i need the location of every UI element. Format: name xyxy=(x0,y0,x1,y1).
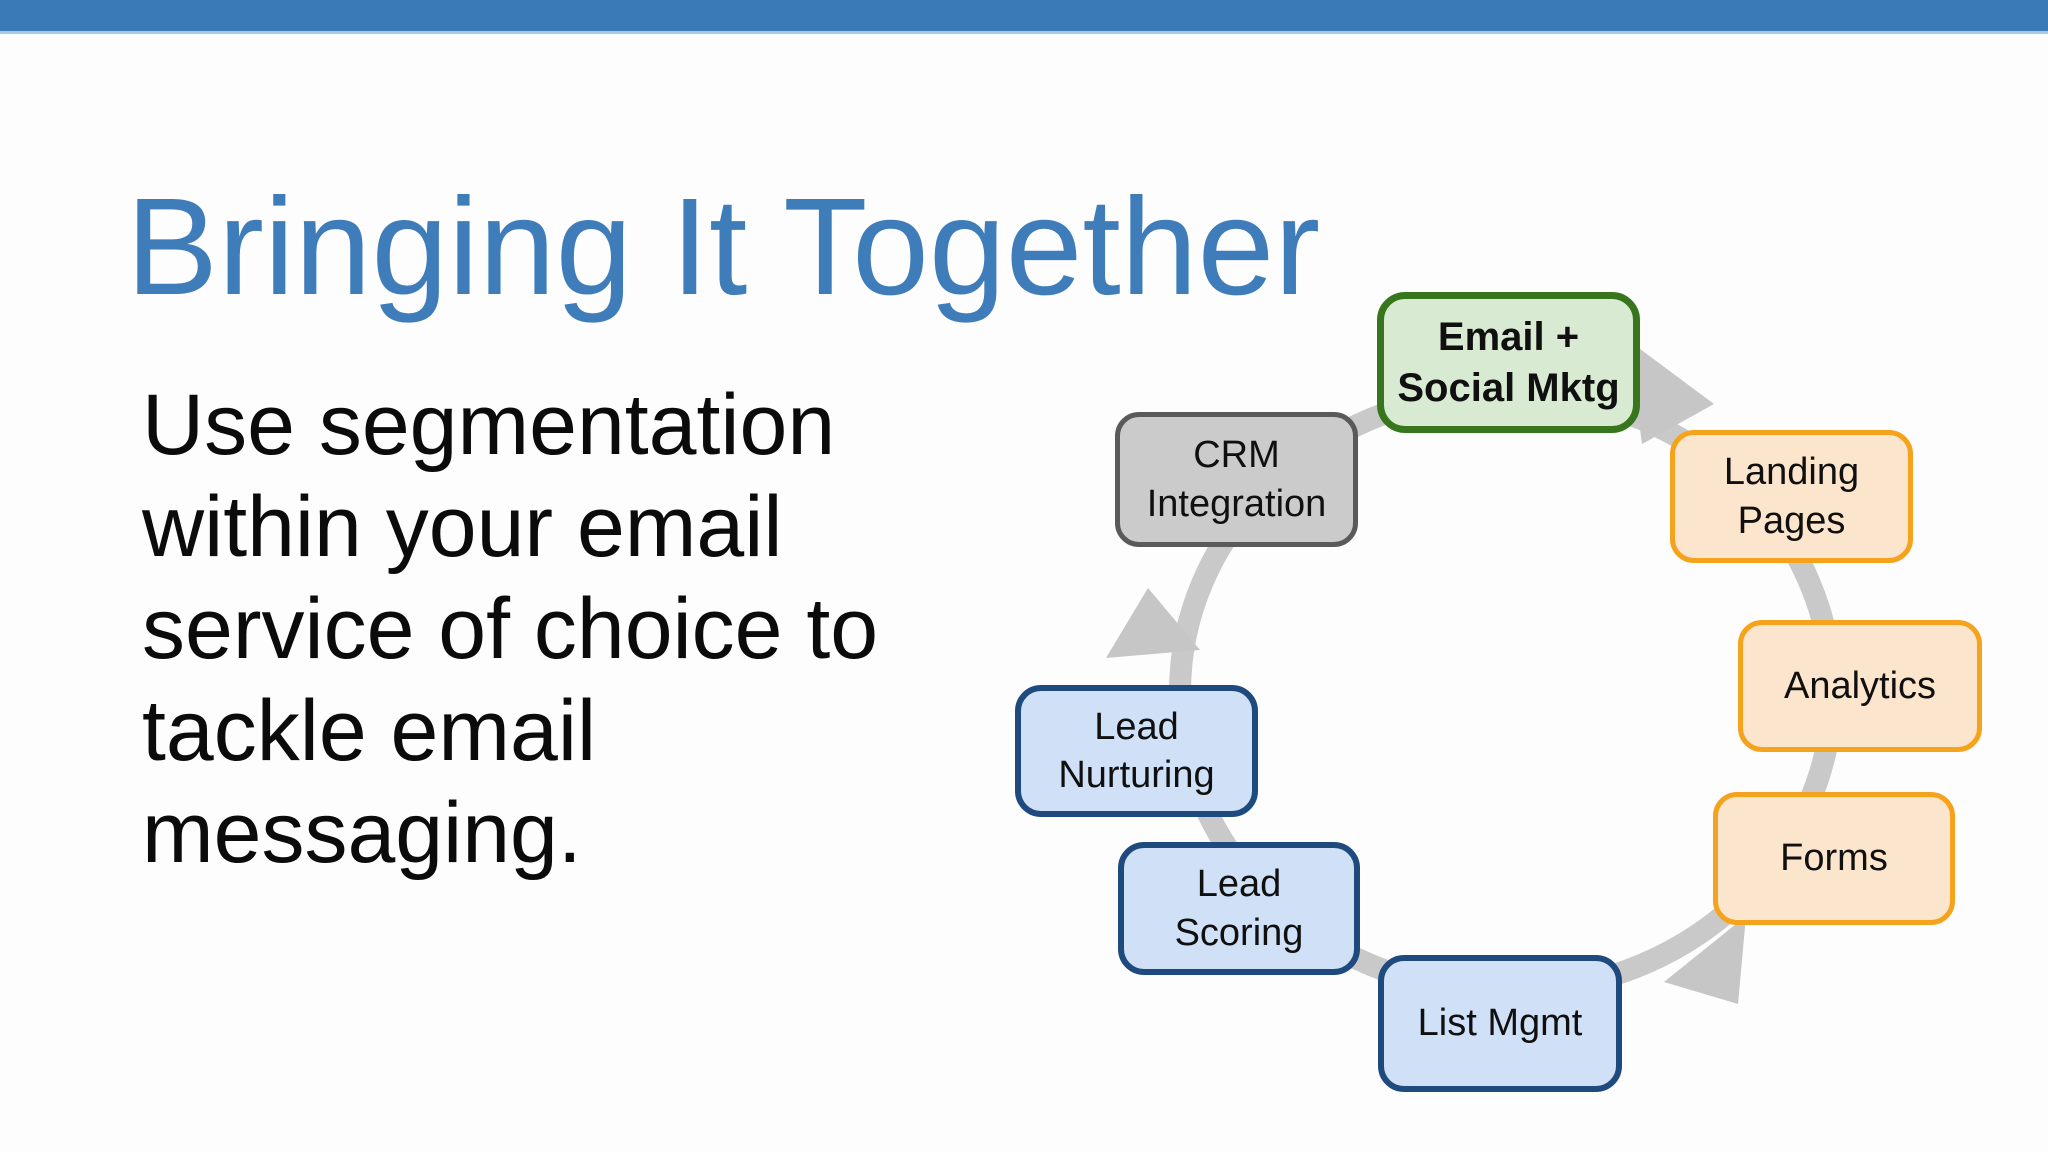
node-label: Forms xyxy=(1780,837,1888,880)
node-email-social-mktg: Email + Social Mktg xyxy=(1377,292,1640,433)
node-label: List Mgmt xyxy=(1417,1002,1583,1045)
node-label: Landing Pages xyxy=(1723,451,1860,542)
slide-title: Bringing It Together xyxy=(126,170,1321,324)
node-label: Analytics xyxy=(1783,664,1937,707)
node-label: Lead Scoring xyxy=(1174,863,1304,954)
top-accent-bar xyxy=(0,0,2048,31)
cycle-arrowhead-bottom-right-icon xyxy=(1664,916,1746,1004)
node-forms: Forms xyxy=(1713,792,1955,925)
cycle-arrowhead-top-right-icon xyxy=(1628,340,1714,444)
node-label: CRM Integration xyxy=(1146,434,1327,525)
slide-body-text: Use segmentation within your email servi… xyxy=(142,377,879,881)
node-landing-pages: Landing Pages xyxy=(1670,430,1913,563)
node-label: Lead Nurturing xyxy=(1058,705,1215,796)
node-lead-scoring: Lead Scoring xyxy=(1118,842,1360,975)
node-list-mgmt: List Mgmt xyxy=(1378,955,1622,1092)
cycle-arrowhead-left-icon xyxy=(1106,588,1200,658)
node-lead-nurturing: Lead Nurturing xyxy=(1015,685,1258,817)
node-analytics: Analytics xyxy=(1738,620,1982,752)
top-accent-bar-edge xyxy=(0,31,2048,34)
node-label: Email + Social Mktg xyxy=(1397,314,1620,410)
node-crm-integration: CRM Integration xyxy=(1115,412,1358,547)
